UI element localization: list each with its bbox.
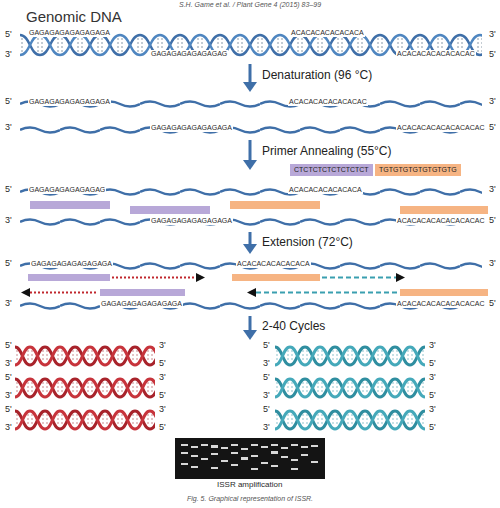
strand-end: 3'	[428, 405, 437, 415]
sequence: GAGAGAGAGAGAGAG	[28, 186, 106, 194]
strand-end: 3'	[4, 123, 13, 133]
strand-end: 5'	[4, 405, 13, 415]
strand-end: 3'	[158, 341, 167, 351]
step-label: Extension (72°C)	[262, 236, 353, 249]
strand-end: 3'	[158, 405, 167, 415]
strand-end: 5'	[262, 373, 271, 383]
primer-box: TGTGTGTGTGTGTGTG	[375, 164, 461, 176]
sequence: ACACACACACACACAC	[396, 50, 476, 58]
strand-end: 5'	[158, 359, 167, 369]
sequence: GAGAGAGAGAGAGAGA	[28, 29, 111, 37]
strand-end: 3'	[4, 423, 13, 433]
strand-end: 5'	[158, 423, 167, 433]
strand-end: 5'	[488, 299, 497, 309]
strand-end: 5'	[428, 423, 437, 433]
primer-sequence: CTCTCTCTCTCTCTCT	[294, 166, 369, 173]
strand-end: 5'	[262, 341, 271, 351]
sequence: ACACACACACACACACAC	[396, 124, 486, 132]
strand-end: 3'	[488, 30, 497, 40]
sequence: ACACACACACACACACAC	[396, 300, 486, 308]
strand-end: 3'	[158, 373, 167, 383]
strand-end: 3'	[4, 216, 13, 226]
strand-end: 3'	[4, 391, 13, 401]
sequence: ACACACACACACACAC	[288, 98, 368, 106]
sequence: GAGAGAGAGAGAGAG	[150, 50, 228, 58]
strand-end: 3'	[488, 185, 497, 195]
primer-box: CTCTCTCTCTCTCTCT	[290, 164, 373, 176]
strand-end: 3'	[262, 391, 271, 401]
sequence: ACACACACACACACA	[236, 260, 311, 268]
strand-end: 5'	[488, 216, 497, 226]
sequence: GAGAGAGAGAGAGAGA	[100, 300, 183, 308]
strand-end: 3'	[488, 97, 497, 107]
step-label: Primer Annealing (55°C)	[262, 145, 392, 158]
strand-end: 5'	[4, 185, 13, 195]
gel-label: ISSR amplification	[217, 481, 282, 490]
strand-end: 5'	[488, 123, 497, 133]
strand-end: 5'	[262, 405, 271, 415]
strand-end: 5'	[4, 373, 13, 383]
sequence: ACACACACACACACACAC	[396, 217, 486, 225]
strand-end: 5'	[4, 341, 13, 351]
strand-end: 5'	[488, 50, 497, 60]
step-label: Denaturation (96 °C)	[262, 69, 372, 82]
strand-end: 3'	[4, 50, 13, 60]
strand-end: 5'	[4, 259, 13, 269]
sequence: GAGAGAGAGAGAGAGA	[150, 124, 233, 132]
strand-end: 5'	[4, 97, 13, 107]
strand-end: 3'	[4, 299, 13, 309]
strand-end: 3'	[488, 259, 497, 269]
strand-end: 5'	[428, 391, 437, 401]
strand-end: 5'	[158, 391, 167, 401]
strand-end: 3'	[4, 359, 13, 369]
sequence: GAGAGAGAGAGAGAGA	[30, 260, 113, 268]
sequence: ACACACACACACACA	[288, 186, 363, 194]
stage-heading: Genomic DNA	[26, 9, 122, 26]
figure-caption: Fig. 5. Graphical representation of ISSR…	[187, 495, 313, 503]
running-header: S.H. Game et al. / Plant Gene 4 (2015) 8…	[179, 1, 321, 9]
strand-end: 5'	[428, 359, 437, 369]
sequence: GAGAGAGAGAGAGAGA	[150, 217, 233, 225]
sequence: ACACACACACACACA	[290, 29, 365, 37]
strand-end: 3'	[428, 373, 437, 383]
strand-end: 3'	[262, 359, 271, 369]
primer-sequence: TGTGTGTGTGTGTGTG	[379, 166, 457, 173]
step-label: 2-40 Cycles	[262, 320, 325, 333]
strand-end: 3'	[262, 423, 271, 433]
sequence: GAGAGAGAGAGAGAGA	[28, 98, 111, 106]
strand-end: 5'	[4, 30, 13, 40]
strand-end: 3'	[428, 341, 437, 351]
